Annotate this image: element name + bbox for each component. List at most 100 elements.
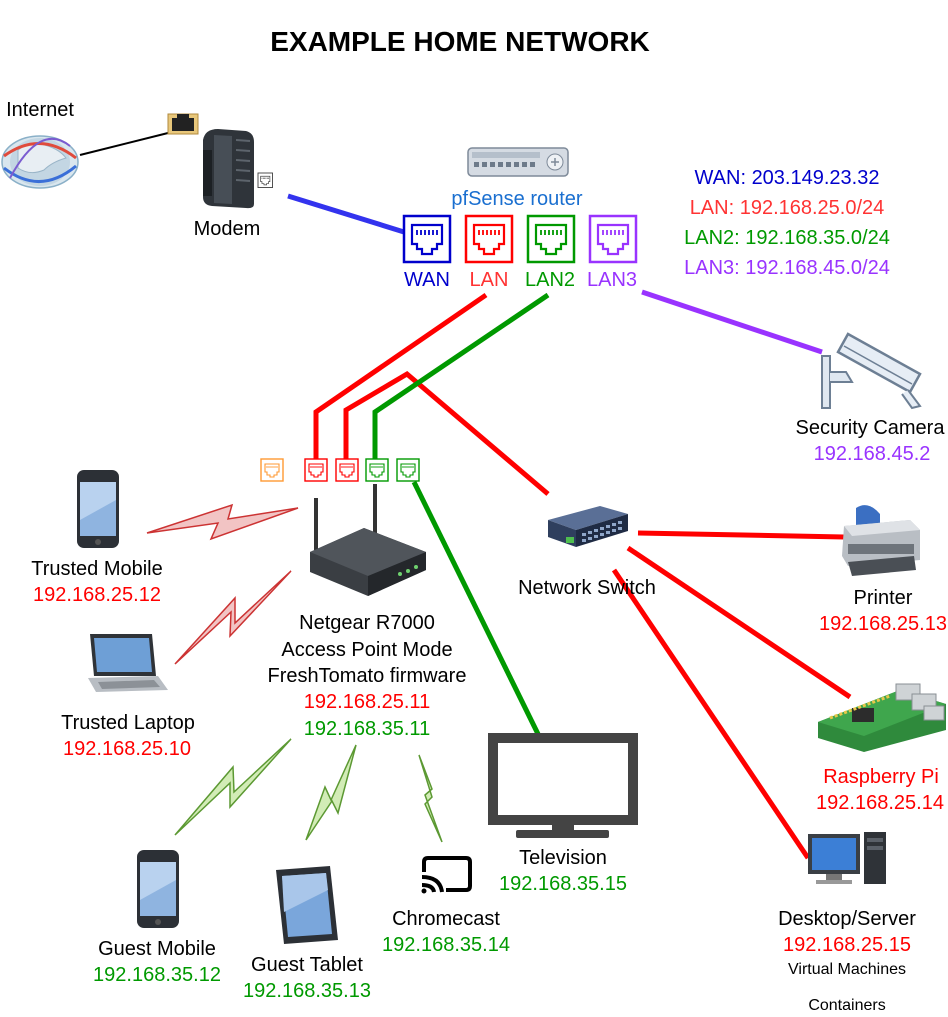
printer-label: Printer — [854, 587, 913, 609]
modem-label: Modem — [194, 218, 261, 240]
raspberry-pi-icon — [818, 683, 946, 752]
cast-icon — [421, 856, 472, 894]
ap-port-lan2-2[interactable] — [396, 458, 420, 482]
subnet-legend: WAN: 203.149.23.32 LAN: 192.168.25.0/24 … — [684, 167, 890, 279]
trusted-mobile-ip: 192.168.25.12 — [33, 584, 161, 606]
printer-node: Printer 192.168.25.13 — [819, 505, 947, 635]
guest-tablet-node: Guest Tablet 192.168.35.13 — [243, 866, 371, 1002]
wifi-bolt-trusted-mobile — [146, 503, 299, 541]
diagram-title: EXAMPLE HOME NETWORK — [270, 26, 650, 57]
smartphone-icon — [77, 470, 119, 548]
lan-port[interactable] — [464, 214, 514, 264]
lan3-subnet: LAN3: 192.168.45.0/24 — [684, 257, 890, 279]
ap-tv-link — [411, 480, 541, 736]
ap-port-lan-2[interactable] — [335, 458, 359, 482]
desktop-computer-icon — [808, 832, 886, 884]
desktop-extra-vms: Virtual Machines — [788, 961, 906, 978]
ap-port-lan2-1[interactable] — [365, 458, 389, 482]
ap-label-line-2: Access Point Mode — [281, 639, 452, 661]
trusted-mobile-label: Trusted Mobile — [31, 558, 163, 580]
internet-node: Internet — [1, 99, 79, 189]
guest-tablet-ip: 192.168.35.13 — [243, 980, 371, 1002]
chromecast-label: Chromecast — [392, 908, 500, 930]
wifi-bolt-guest-tablet — [305, 744, 357, 841]
modem-icon — [203, 129, 254, 209]
lan3-port[interactable] — [588, 214, 638, 264]
ap-label-line-1: Netgear R7000 — [299, 612, 435, 634]
wifi-bolt-chromecast — [418, 754, 443, 843]
access-point-node: Netgear R7000 Access Point Mode FreshTom… — [260, 458, 467, 740]
globe-icon — [1, 135, 79, 189]
smartphone-icon — [137, 850, 179, 928]
chromecast-ip: 192.168.35.14 — [382, 934, 510, 956]
chromecast-node: Chromecast 192.168.35.14 — [382, 856, 510, 956]
raspberry-pi-node: Raspberry Pi 192.168.25.14 — [816, 683, 946, 814]
security-camera-node: Security Camera 192.168.45.2 — [796, 332, 946, 465]
router-icon — [467, 147, 569, 177]
raspberry-ip: 192.168.25.14 — [816, 792, 944, 814]
printer-icon — [842, 505, 920, 576]
tablet-icon — [276, 866, 338, 944]
television-label: Television — [519, 847, 607, 869]
switch-desktop-link — [611, 568, 811, 860]
network-switch-icon — [548, 506, 628, 547]
switch-label: Network Switch — [518, 577, 656, 599]
camera-label: Security Camera — [796, 417, 946, 439]
trusted-laptop-ip: 192.168.25.10 — [63, 738, 191, 760]
internet-modem-link — [79, 132, 169, 156]
guest-mobile-ip: 192.168.35.12 — [93, 964, 221, 986]
router-label: pfSense router — [451, 188, 583, 210]
wireless-links — [146, 503, 443, 843]
modem-node: Modem — [167, 113, 273, 240]
connection-lines — [79, 132, 852, 860]
lan2-subnet: LAN2: 192.168.35.0/24 — [684, 227, 890, 249]
raspberry-label: Raspberry Pi — [823, 766, 939, 788]
wan-port-label: WAN — [404, 269, 450, 291]
ap-label-line-3: FreshTomato firmware — [268, 665, 467, 687]
television-icon — [488, 733, 638, 838]
trusted-laptop-label: Trusted Laptop — [61, 712, 195, 734]
switch-printer-link — [637, 530, 845, 540]
lan2-port[interactable] — [526, 214, 576, 264]
desktop-server-node: Desktop/Server 192.168.25.15 Virtual Mac… — [778, 832, 916, 1014]
lan-subnet: LAN: 192.168.25.0/24 — [690, 197, 885, 219]
lan3-link-camera — [641, 289, 823, 355]
modem-ethernet-port — [257, 172, 273, 188]
lan-link-ap-2 — [343, 370, 550, 496]
wireless-router-icon — [310, 484, 426, 596]
television-node: Television 192.168.35.15 — [488, 733, 638, 895]
camera-ip: 192.168.45.2 — [814, 443, 931, 465]
lan3-port-label: LAN3 — [587, 269, 637, 291]
wan-link — [287, 193, 405, 235]
ap-ip-lan: 192.168.25.11 — [304, 691, 430, 713]
wan-subnet: WAN: 203.149.23.32 — [695, 167, 880, 189]
security-camera-icon — [821, 332, 922, 410]
ethernet-jack-icon — [167, 113, 199, 135]
guest-mobile-label: Guest Mobile — [98, 938, 216, 960]
internet-label: Internet — [6, 99, 74, 121]
wan-port[interactable] — [402, 214, 452, 264]
ap-port-orange[interactable] — [260, 458, 284, 482]
guest-tablet-label: Guest Tablet — [251, 954, 363, 976]
lan-port-label: LAN — [470, 269, 509, 291]
ap-ip-lan2: 192.168.35.11 — [304, 718, 430, 740]
pfsense-router-node: pfSense router WAN LAN LAN2 LAN3 — [402, 147, 638, 291]
guest-mobile-node: Guest Mobile 192.168.35.12 — [93, 850, 221, 986]
desktop-ip: 192.168.25.15 — [783, 934, 911, 956]
television-ip: 192.168.35.15 — [499, 873, 627, 895]
lan-link-ap-1 — [313, 292, 488, 460]
lan2-link-ap — [372, 292, 550, 460]
laptop-icon — [88, 634, 168, 692]
trusted-laptop-node: Trusted Laptop 192.168.25.10 — [61, 634, 195, 760]
network-switch-node: Network Switch — [518, 506, 656, 599]
printer-ip: 192.168.25.13 — [819, 613, 947, 635]
desktop-extra-containers: Containers — [808, 997, 885, 1014]
ap-port-lan-1[interactable] — [304, 458, 328, 482]
switch-raspberry-link — [626, 545, 852, 700]
trusted-mobile-node: Trusted Mobile 192.168.25.12 — [31, 470, 163, 606]
lan2-port-label: LAN2 — [525, 269, 575, 291]
wifi-bolt-trusted-laptop — [174, 570, 292, 665]
desktop-label: Desktop/Server — [778, 908, 916, 930]
wifi-bolt-guest-mobile — [174, 738, 292, 836]
